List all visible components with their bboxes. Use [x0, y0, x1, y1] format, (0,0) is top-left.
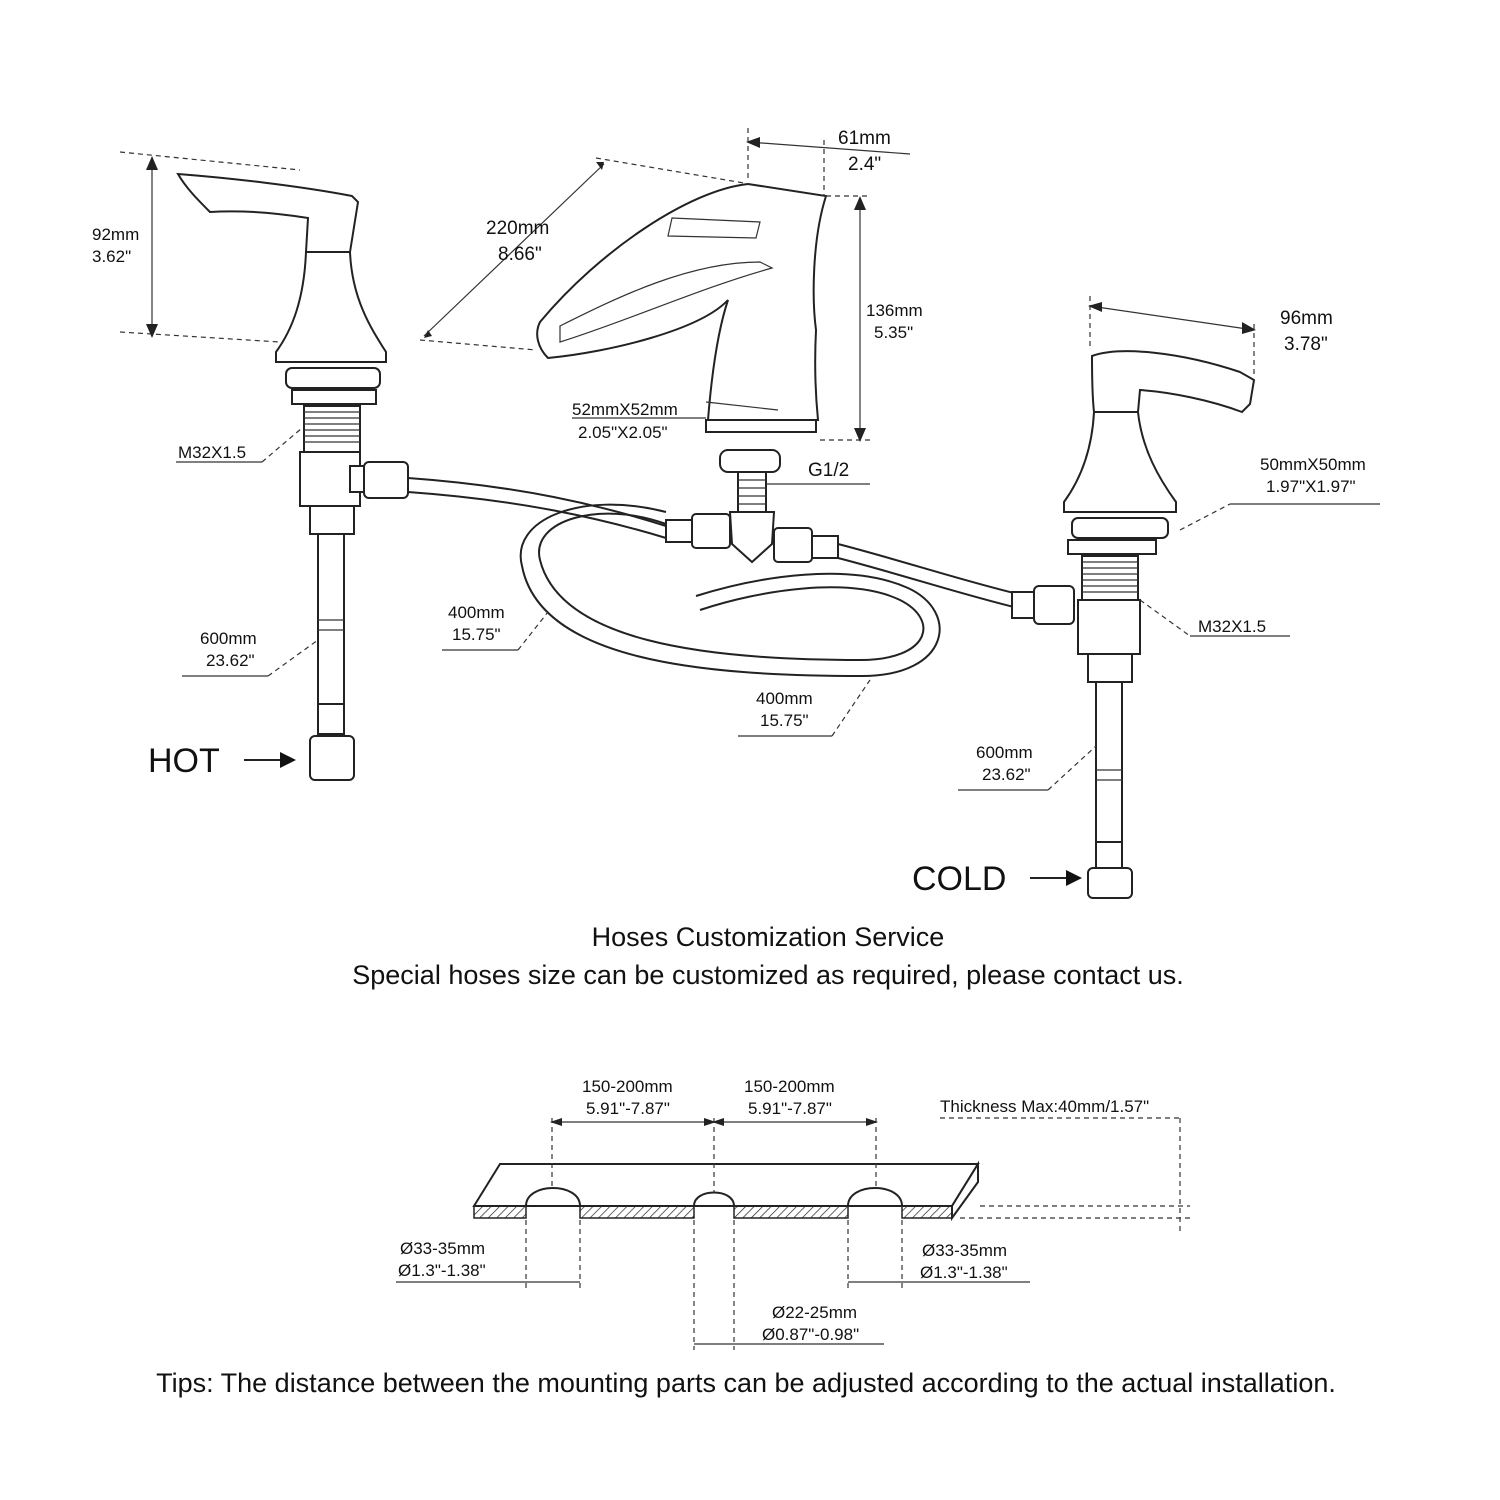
deck-diagram — [396, 1117, 1190, 1350]
spout-width-in: 2.4" — [848, 154, 881, 175]
spout-length-in: 8.66" — [498, 244, 542, 265]
hose-left-in: 15.75" — [452, 625, 501, 644]
thread-right: M32X1.5 — [1198, 617, 1266, 636]
hole-left-in: Ø1.3"-1.38" — [398, 1261, 486, 1280]
supply-left-in: 23.62" — [206, 651, 255, 670]
dimension-labels: 92mm 3.62" 220mm 8.66" 61mm 2.4" 136mm 5… — [92, 128, 1366, 898]
spout-base-mm: 52mmX52mm — [572, 400, 678, 419]
spout-thread: G1/2 — [808, 460, 849, 481]
spacing-right-in: 5.91"-7.87" — [748, 1099, 832, 1118]
dimension-lines — [119, 128, 1380, 886]
hole-right-mm: Ø33-35mm — [922, 1241, 1007, 1260]
hose-right-in: 15.75" — [760, 711, 809, 730]
spacing-left-in: 5.91"-7.87" — [586, 1099, 670, 1118]
handle-length-in: 3.78" — [1284, 334, 1328, 355]
handle-height-mm: 92mm — [92, 225, 139, 244]
spout-height-mm: 136mm — [866, 301, 923, 320]
spout-height-in: 5.35" — [874, 323, 913, 342]
handle-height-in: 3.62" — [92, 247, 131, 266]
spout-width-mm: 61mm — [838, 128, 891, 149]
thickness-label: Thickness Max:40mm/1.57" — [940, 1097, 1149, 1116]
hoses — [363, 461, 1075, 678]
handle-length-mm: 96mm — [1280, 308, 1333, 329]
cold-label: COLD — [912, 860, 1006, 898]
hose-right-mm: 400mm — [756, 689, 813, 708]
spout — [536, 182, 839, 564]
supply-right-mm: 600mm — [976, 743, 1033, 762]
spacing-right-mm: 150-200mm — [744, 1077, 835, 1096]
hole-center-in: Ø0.87"-0.98" — [762, 1325, 859, 1344]
hot-handle — [176, 172, 387, 781]
handle-base-mm: 50mmX50mm — [1260, 455, 1366, 474]
hose-left-mm: 400mm — [448, 603, 505, 622]
hole-center-mm: Ø22-25mm — [772, 1303, 857, 1322]
hole-left-mm: Ø33-35mm — [400, 1239, 485, 1258]
hot-label: HOT — [148, 742, 220, 780]
tips-text: Tips: The distance between the mounting … — [156, 1368, 1336, 1398]
spout-length-mm: 220mm — [486, 218, 549, 239]
supply-left-mm: 600mm — [200, 629, 257, 648]
supply-right-in: 23.62" — [982, 765, 1031, 784]
handle-base-in: 1.97"X1.97" — [1266, 477, 1356, 496]
thread-left: M32X1.5 — [178, 443, 246, 462]
hole-right-in: Ø1.3"-1.38" — [920, 1263, 1008, 1282]
customization-text: Special hoses size can be customized as … — [352, 960, 1183, 990]
cold-handle — [1063, 350, 1256, 899]
spout-base-in: 2.05"X2.05" — [578, 423, 668, 442]
deck-labels: 150-200mm 5.91"-7.87" 150-200mm 5.91"-7.… — [398, 1077, 1149, 1344]
spacing-left-mm: 150-200mm — [582, 1077, 673, 1096]
customization-title: Hoses Customization Service — [592, 922, 945, 952]
